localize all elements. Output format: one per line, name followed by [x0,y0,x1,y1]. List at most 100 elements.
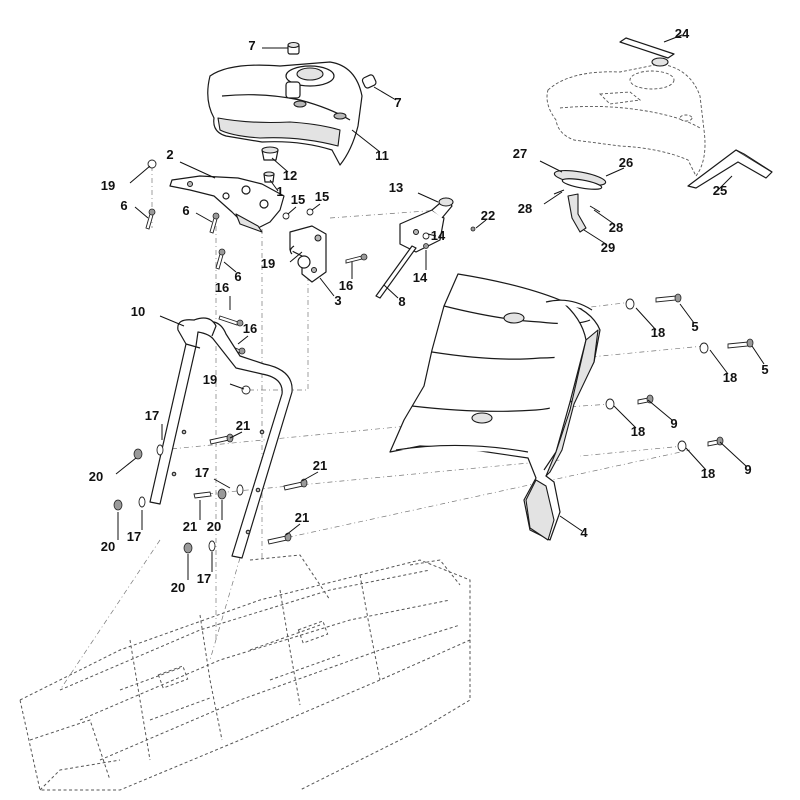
callout-label-c28a: 28 [518,201,532,216]
callout-leader-c11 [351,129,381,153]
callout-label-c6b: 6 [182,203,189,218]
callout-label-c15b: 15 [315,189,329,204]
callout-leader-c17b [213,478,231,489]
callout-label-c6a: 6 [120,198,127,213]
callout-leader-c18d [685,447,707,471]
callout-label-c15a: 15 [291,192,305,207]
callout-label-c18b: 18 [723,370,737,385]
callout-leader-c24 [663,34,683,43]
callout-label-c2: 2 [166,147,173,162]
bushing-1 [263,171,275,183]
callout-leader-c6a [134,206,149,219]
dashes-28 [553,189,601,213]
callout-label-c21d: 21 [295,510,309,525]
callout-label-c20d: 20 [171,580,185,595]
callout-label-c18c: 18 [631,424,645,439]
callout-leader-c1 [269,179,279,192]
callout-label-c8: 8 [398,294,405,309]
ring-26-27 [553,170,607,190]
callout-leader-c28a [543,191,563,205]
callout-label-c19b: 19 [261,256,275,271]
callout-leader-c15a [287,206,297,215]
callout-leader-c27 [539,160,563,173]
callout-label-c20b: 20 [207,519,221,534]
callout-leader-c19b [289,251,303,263]
callout-leader-c28b [593,209,615,225]
callout-leader-c5b [751,345,765,365]
callout-leader-c2 [179,161,216,179]
callout-leader-c21d [285,523,301,536]
support-bracket [169,175,285,233]
callout-label-c17b: 17 [195,465,209,480]
callout-label-c17c: 17 [127,529,141,544]
callout-leader-c3 [319,277,335,297]
callout-label-c7a: 7 [248,38,255,53]
callout-label-c28b: 28 [609,220,623,235]
callout-label-c4: 4 [580,525,588,540]
callout-leader-c7b [373,86,397,101]
callout-label-c17d: 17 [197,571,211,586]
tractor-chassis-frame [19,554,471,791]
callout-label-c21b: 21 [313,458,327,473]
callout-label-c21a: 21 [236,418,250,433]
callout-leader-c15b [311,203,321,211]
tube-hardware [113,433,308,554]
callout-leader-c14a [427,233,437,237]
callout-leader-c16c [237,335,249,345]
callout-label-c9b: 9 [744,462,751,477]
callout-label-c16b: 16 [215,280,229,295]
callout-label-c16a: 16 [339,278,353,293]
flap-25 [687,149,773,189]
callout-label-c21c: 21 [183,519,197,534]
callout-label-c12: 12 [283,168,297,183]
callout-label-c14a: 14 [431,228,446,243]
callout-leader-c21b [301,471,319,482]
callout-label-c19a: 19 [101,178,115,193]
control-lever [375,197,454,299]
callout-leader-c12 [271,157,289,173]
callout-label-c14b: 14 [413,270,428,285]
callout-label-c20c: 20 [101,539,115,554]
callout-label-c17a: 17 [145,408,159,423]
callout-leader-c18c [613,405,637,429]
callout-label-c18d: 18 [701,466,715,481]
callout-label-c25: 25 [713,183,727,198]
callout-label-c6c: 6 [234,269,241,284]
callout-leader-c9a [647,399,673,421]
knob-cap-side [361,74,377,89]
knob-cap-top [287,41,300,55]
pivot-plate [289,225,327,283]
callout-leader-c20a [115,457,137,475]
callout-label-c5b: 5 [761,362,768,377]
callout-leader-c25 [717,175,733,191]
callout-label-c24: 24 [675,26,690,41]
panel-hardware [605,293,754,452]
callout-leader-c18a [635,307,657,331]
callout-label-c29: 29 [601,240,615,255]
callout-label-c9a: 9 [670,416,677,431]
dash-front-panel [389,273,601,541]
plate-24 [619,37,675,67]
bushing-12 [261,146,279,161]
callout-label-c10: 10 [131,304,145,319]
callout-label-c1: 1 [276,184,283,199]
callout-label-c26: 26 [619,155,633,170]
callout-label-c20a: 20 [89,469,103,484]
callout-label-c18a: 18 [651,325,665,340]
callout-label-c16c: 16 [243,321,257,336]
clip-29 [567,193,587,233]
steering-console-cover [207,61,363,166]
callout-leader-c8 [383,284,399,299]
pin-22 [470,226,476,232]
callout-leader-c19a [129,165,151,184]
callout-leader-c26 [605,167,625,177]
callout-label-c3: 3 [334,293,341,308]
steering-column-tube [149,317,293,559]
callout-leader-c13 [417,192,439,203]
callout-label-c27: 27 [513,146,527,161]
callout-leader-c19c [229,383,245,390]
callout-label-c11: 11 [375,148,389,163]
callout-leader-c4 [559,515,583,532]
